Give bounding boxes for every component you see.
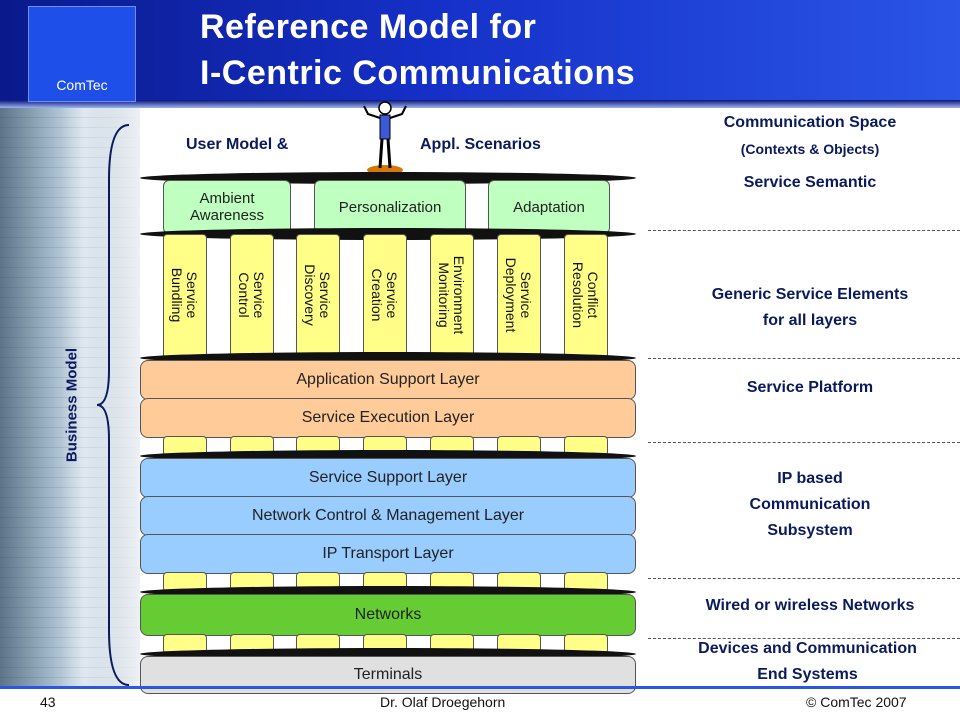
- page-number: 43: [40, 694, 56, 710]
- pillar-environment-monitoring: [430, 234, 474, 360]
- network-control-management-layer: Network Control & Management Layer: [140, 496, 636, 536]
- pillar-service-deployment: [497, 234, 541, 360]
- pillar-service-discovery: [296, 234, 340, 360]
- user-figure-icon: [363, 101, 407, 175]
- pillar-service-control: [230, 234, 274, 360]
- divider: [648, 578, 960, 579]
- generic-service-elements-label: Generic Service Elements for all layers: [711, 286, 909, 329]
- divider: [648, 230, 960, 231]
- comm-space-label: Communication Space (Contexts & Objects): [723, 114, 897, 157]
- networks-layer: Networks: [140, 594, 636, 636]
- service-platform-label: Service Platform: [746, 379, 874, 396]
- author: Dr. Olaf Droegehorn: [380, 694, 506, 710]
- header-shade: [0, 100, 960, 108]
- header-banner: [0, 0, 960, 108]
- personalization-box: Personalization: [314, 180, 466, 234]
- divider: [648, 442, 960, 443]
- slide-title-line2: I-Centric Communications: [200, 54, 636, 92]
- business-model-brace: [96, 124, 130, 686]
- copyright: © ComTec 2007: [806, 694, 907, 710]
- footer-rule: [0, 686, 960, 689]
- business-model-label: Business Model: [63, 347, 81, 463]
- devices-label: Devices and Communication End Systems: [698, 640, 917, 683]
- ambient-awareness-box: Ambient Awareness: [163, 180, 291, 234]
- building-photo-fade: [60, 108, 140, 686]
- slide-title-line1: Reference Model for: [200, 8, 537, 46]
- service-semantic-label: Service Semantic: [743, 174, 877, 191]
- application-support-layer: Application Support Layer: [140, 360, 636, 400]
- logo-text: ComTec: [56, 77, 108, 93]
- appl-scenarios-label: Appl. Scenarios: [420, 136, 541, 153]
- comtec-logo: ComTec: [28, 6, 136, 102]
- service-support-layer: Service Support Layer: [140, 458, 636, 498]
- pillar-service-creation: [363, 234, 407, 360]
- divider: [648, 358, 960, 359]
- divider: [648, 638, 960, 639]
- adaptation-box: Adaptation: [488, 180, 610, 234]
- ip-transport-layer: IP Transport Layer: [140, 534, 636, 574]
- service-execution-layer: Service Execution Layer: [140, 398, 636, 438]
- ip-subsystem-label: IP based Communication Subsystem: [749, 470, 871, 539]
- pillar-service-bundling: [163, 234, 207, 360]
- wired-networks-label: Wired or wireless Networks: [705, 597, 915, 614]
- user-model-label: User Model &: [186, 136, 289, 153]
